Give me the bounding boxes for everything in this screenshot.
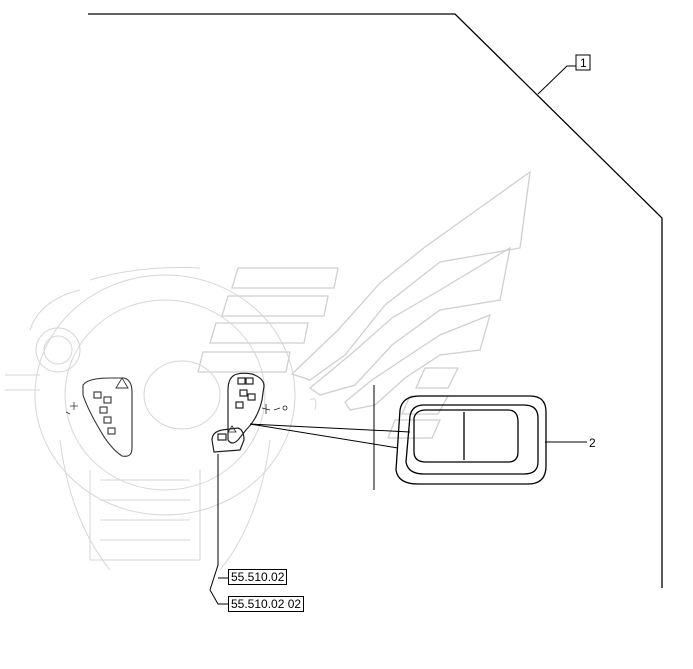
- callout-1-label: 1: [580, 56, 587, 70]
- reference-55-510-02-02[interactable]: 55.510.02 02: [228, 596, 305, 612]
- watermark-logo: [197, 170, 531, 439]
- left-switch-panel: [65, 377, 133, 457]
- right-switch-panel: [211, 372, 288, 453]
- callout-2-label: 2: [589, 436, 596, 450]
- ghost-steering-wheel: [5, 267, 317, 571]
- reference-55-510-02[interactable]: 55.510.02: [228, 569, 288, 585]
- frame-outline: [88, 13, 663, 588]
- reference-leader: [209, 454, 228, 605]
- item-2-leaders: [249, 385, 587, 490]
- callout-1-leader: [537, 65, 576, 95]
- callout-1-box: [575, 54, 591, 71]
- switch-cap-part: [395, 395, 547, 485]
